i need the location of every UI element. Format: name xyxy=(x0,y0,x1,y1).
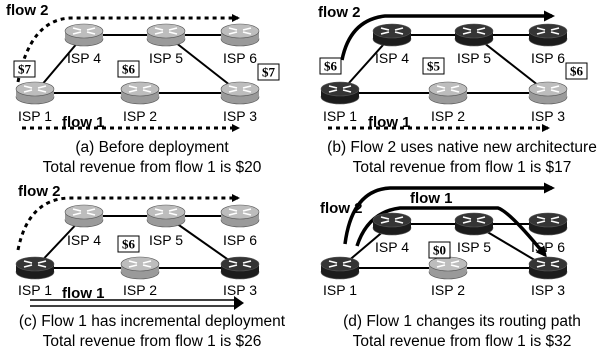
svg-text:$6: $6 xyxy=(324,59,338,74)
isp5-label: ISP 5 xyxy=(457,239,491,255)
flow1-label: flow 1 xyxy=(62,285,105,302)
price-tag: $0 xyxy=(428,241,451,259)
price-tag: $6 xyxy=(117,60,140,78)
svg-text:$6: $6 xyxy=(122,237,136,252)
panel-b: flow 2 flow 1 ISP 4 ISP 5 ISP 6 ISP 1 IS… xyxy=(318,4,597,176)
flow2-path xyxy=(343,182,555,245)
caption-title: (a) Before deployment xyxy=(75,139,229,156)
router-isp6 xyxy=(528,23,568,47)
panel-a: flow 2 flow 1 ISP 4 ISP 5 ISP 6 ISP 1 IS… xyxy=(6,2,280,176)
caption-revenue: Total revenue from flow 1 is $20 xyxy=(43,159,262,176)
router-isp2 xyxy=(428,81,468,105)
isp4-label: ISP 4 xyxy=(67,232,101,248)
router-isp2 xyxy=(428,256,468,280)
isp3-label: ISP 3 xyxy=(531,282,565,298)
router-isp5 xyxy=(454,212,494,236)
isp2-label: ISP 2 xyxy=(431,282,465,298)
caption-title: (d) Flow 1 changes its routing path xyxy=(343,313,581,330)
flow2-label: flow 2 xyxy=(18,183,61,200)
router-isp1 xyxy=(320,81,360,105)
flow2-label: flow 2 xyxy=(318,4,361,21)
isp2-label: ISP 2 xyxy=(123,282,157,298)
svg-text:$7: $7 xyxy=(262,65,276,80)
price-tag: $5 xyxy=(422,57,445,75)
flow2-path xyxy=(340,10,555,61)
isp1-label: ISP 1 xyxy=(18,282,52,298)
price-tag: $7 xyxy=(257,63,280,81)
router-isp1 xyxy=(15,256,55,280)
isp1-label: ISP 1 xyxy=(18,108,52,124)
svg-text:$7: $7 xyxy=(18,62,32,77)
isp1-label: ISP 1 xyxy=(323,108,357,124)
isp5-label: ISP 5 xyxy=(149,50,183,66)
flow1-label: flow 1 xyxy=(62,114,105,131)
router-isp6 xyxy=(220,204,260,228)
router-isp3 xyxy=(528,81,568,105)
router-isp1 xyxy=(15,81,55,105)
svg-text:$6: $6 xyxy=(570,64,584,79)
isp6-label: ISP 6 xyxy=(223,50,257,66)
router-isp4 xyxy=(64,23,104,47)
price-tag: $6 xyxy=(565,62,588,80)
caption-revenue: Total revenue from flow 1 is $26 xyxy=(43,333,262,350)
flow1-label: flow 1 xyxy=(410,190,453,207)
isp3-label: ISP 3 xyxy=(223,108,257,124)
panel-d: flow 2 flow 1 ISP 4 ISP 5 ISP 6 ISP 1 IS… xyxy=(320,182,581,350)
flow2-label: flow 2 xyxy=(320,200,363,217)
flow2-label: flow 2 xyxy=(6,2,49,19)
router-isp4 xyxy=(372,212,412,236)
router-isp3 xyxy=(528,256,568,280)
caption-revenue: Total revenue from flow 1 is $17 xyxy=(353,159,572,176)
isp4-label: ISP 4 xyxy=(67,50,101,66)
isp3-label: ISP 3 xyxy=(531,108,565,124)
flow2-path xyxy=(16,14,240,83)
isp4-label: ISP 4 xyxy=(375,239,409,255)
router-isp5 xyxy=(146,23,186,47)
router-isp3 xyxy=(220,81,260,105)
isp3-label: ISP 3 xyxy=(223,282,257,298)
isp6-label: ISP 6 xyxy=(223,232,257,248)
router-isp6 xyxy=(528,212,568,236)
router-isp5 xyxy=(146,204,186,228)
svg-text:$0: $0 xyxy=(433,243,446,258)
router-isp4 xyxy=(372,23,412,47)
price-tag: $7 xyxy=(13,60,36,78)
router-isp6 xyxy=(220,23,260,47)
isp5-label: ISP 5 xyxy=(457,50,491,66)
caption-title: (b) Flow 2 uses native new architecture xyxy=(327,139,597,156)
caption-title: (c) Flow 1 has incremental deployment xyxy=(19,313,286,330)
isp2-label: ISP 2 xyxy=(431,108,465,124)
router-isp5 xyxy=(454,23,494,47)
router-isp1 xyxy=(320,256,360,280)
isp4-label: ISP 4 xyxy=(375,50,409,66)
flow1-path xyxy=(355,206,547,258)
isp5-label: ISP 5 xyxy=(149,232,183,248)
router-isp2 xyxy=(120,81,160,105)
flow1-path xyxy=(30,296,244,310)
isp6-label: ISP 6 xyxy=(531,50,565,66)
isp2-label: ISP 2 xyxy=(123,108,157,124)
router-isp2 xyxy=(120,256,160,280)
router-isp4 xyxy=(64,204,104,228)
price-tag: $6 xyxy=(319,57,342,75)
flow1-label: flow 1 xyxy=(368,114,411,131)
router-isp3 xyxy=(220,256,260,280)
price-tag: $6 xyxy=(117,235,140,253)
svg-text:$5: $5 xyxy=(427,59,441,74)
isp6-label: ISP 6 xyxy=(531,239,565,255)
svg-text:$6: $6 xyxy=(122,62,136,77)
panel-c: flow 2 flow 1 ISP 4 ISP 5 ISP 6 ISP 1 IS… xyxy=(15,183,286,350)
caption-revenue: Total revenue from flow 1 is $32 xyxy=(353,333,572,350)
isp1-label: ISP 1 xyxy=(323,282,357,298)
flow2-path xyxy=(16,194,240,251)
